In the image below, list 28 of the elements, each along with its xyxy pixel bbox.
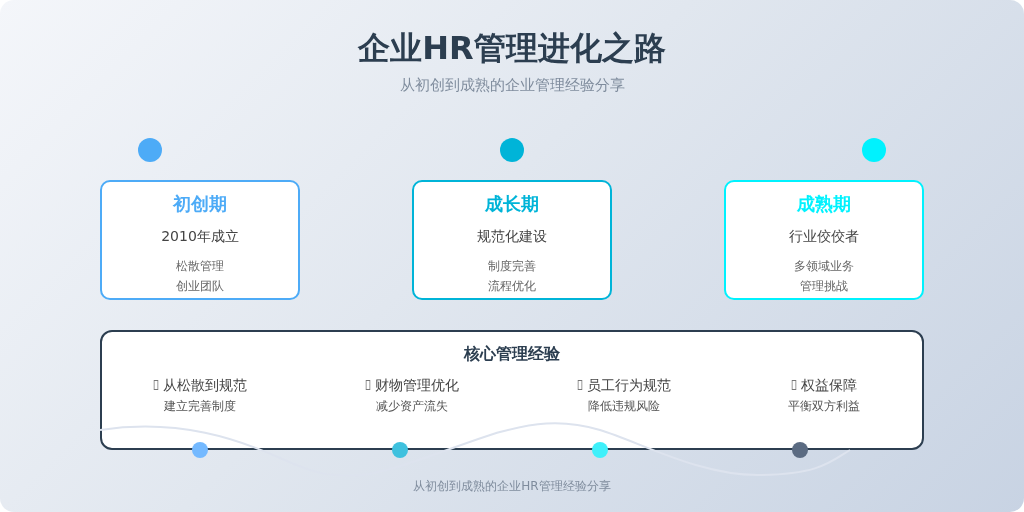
point-description: 降低违规风险 (588, 398, 660, 414)
point-title: 权益保障 (800, 376, 857, 394)
card-subtitle: 行业佼佼者 (789, 227, 859, 246)
point-title: 从松散到规范 (162, 376, 247, 394)
card-subtitle: 2010年成立 (161, 227, 239, 246)
card-subtitle: 规范化建设 (477, 227, 547, 246)
card-item: 制度完善 (488, 258, 536, 275)
diagram-title: 企业HR管理进化之路 (358, 28, 666, 68)
point-description: 建立完善制度 (164, 398, 236, 414)
stage-card (724, 180, 924, 300)
card-item: 管理挑战 (800, 278, 848, 295)
point-description: 减少资产流失 (376, 398, 448, 414)
card-heading: 成熟期 (797, 192, 851, 216)
summary-panel (100, 330, 924, 450)
card-heading: 成长期 (485, 192, 539, 216)
card-item: 流程优化 (488, 278, 536, 295)
stage-card (412, 180, 612, 300)
card-item: 多领域业务 (794, 258, 854, 275)
stage-card (100, 180, 300, 300)
footer-caption: 从初创到成熟的企业HR管理经验分享 (413, 478, 611, 494)
point-title: 员工行为规范 (586, 376, 671, 394)
point-description: 平衡双方利益 (788, 398, 860, 414)
point-title: 财物管理优化 (374, 376, 459, 394)
subtitle-text: 从初创到成熟的企业管理经验分享 (399, 75, 625, 95)
card-item: 创业团队 (176, 278, 224, 295)
card-item: 松散管理 (176, 258, 224, 275)
panel-heading: 核心管理经验 (464, 344, 560, 364)
card-heading: 初创期 (173, 192, 227, 216)
